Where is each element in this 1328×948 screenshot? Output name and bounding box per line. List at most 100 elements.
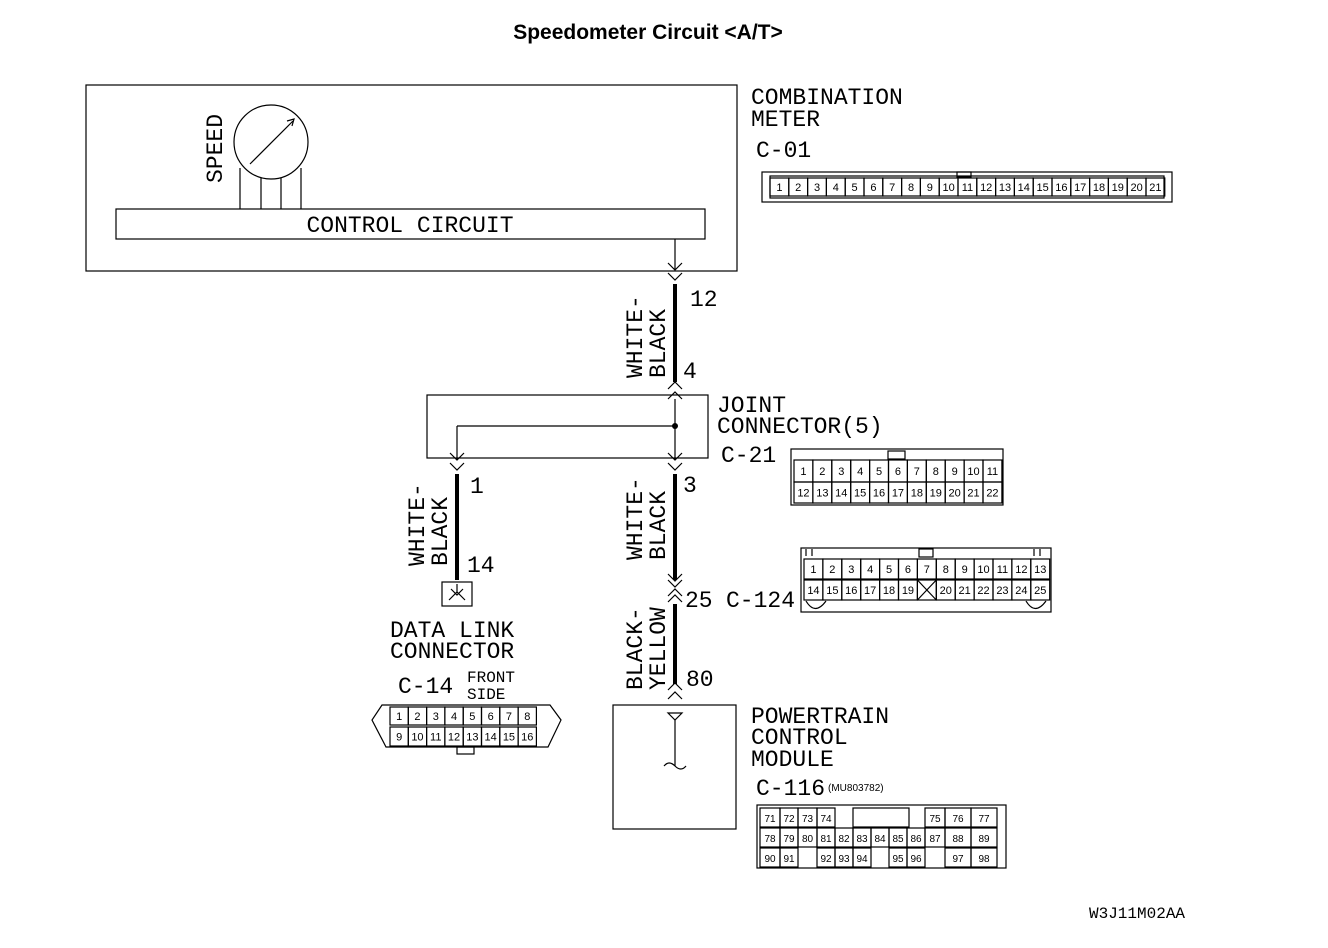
c116-pin-label: 80 bbox=[802, 834, 814, 845]
c21-pin-label: 19 bbox=[930, 488, 942, 500]
c116-pin-label: 89 bbox=[978, 834, 990, 845]
c01-pin-label: 8 bbox=[908, 182, 914, 194]
c124-pin-cell bbox=[1030, 579, 1051, 601]
c116-pin-label: 77 bbox=[978, 814, 990, 825]
dlc-pin-14: 14 bbox=[467, 553, 495, 579]
c01-pin-label: 18 bbox=[1093, 182, 1105, 194]
c116-pin-label: 74 bbox=[820, 814, 832, 825]
c116-pin-label: 90 bbox=[764, 854, 776, 865]
c116-pin-cell bbox=[779, 847, 799, 868]
speedometer-gauge-icon bbox=[233, 104, 309, 209]
wire-color-white-3: WHITE- bbox=[623, 477, 649, 560]
c124-pin-label: 11 bbox=[997, 564, 1008, 576]
figure-code: W3J11M02AA bbox=[1089, 905, 1185, 923]
c124-pin-label: 10 bbox=[977, 564, 989, 576]
c21-pin-label: 17 bbox=[892, 488, 904, 500]
c124-pin-25: 25 bbox=[685, 588, 713, 614]
c01-pin-label: 14 bbox=[1018, 182, 1030, 194]
c01-pin-label: 15 bbox=[1036, 182, 1048, 194]
c116-pin-label: 88 bbox=[952, 834, 964, 845]
joint-connector-id: C-21 bbox=[721, 443, 776, 469]
c116-pin-label: 97 bbox=[952, 854, 964, 865]
c01-pin-label: 9 bbox=[927, 182, 933, 194]
c21-pin-label: 7 bbox=[914, 466, 920, 478]
c21-pin-label: 4 bbox=[857, 466, 863, 478]
c21-pin-label: 12 bbox=[797, 488, 809, 500]
combination-meter-connector-id: C-01 bbox=[756, 138, 811, 164]
connector-c116-face bbox=[756, 804, 1007, 869]
combination-meter-name-2: METER bbox=[751, 107, 820, 133]
c14-pin-label: 7 bbox=[506, 711, 512, 723]
c14-pin-label: 9 bbox=[396, 732, 402, 744]
c116-pin-label: 72 bbox=[783, 814, 795, 825]
c124-pin-label: 16 bbox=[845, 585, 857, 597]
dlc-name-2: CONNECTOR bbox=[390, 639, 514, 665]
c124-pin-label: 1 bbox=[810, 564, 816, 576]
joint-pin-3: 3 bbox=[683, 473, 697, 499]
pcm-name-3: MODULE bbox=[751, 747, 834, 773]
c01-pin-label: 20 bbox=[1130, 182, 1142, 194]
c116-pin-label: 76 bbox=[952, 814, 964, 825]
c14-pin-label: 12 bbox=[448, 732, 460, 744]
c14-pin-label: 11 bbox=[430, 732, 441, 744]
c14-pin-label: 6 bbox=[488, 711, 494, 723]
c14-pin-label: 16 bbox=[521, 732, 533, 744]
c116-pin-label: 94 bbox=[856, 854, 868, 865]
dlc-connector-id: C-14 bbox=[398, 674, 453, 700]
dlc-terminal-symbol bbox=[441, 581, 473, 607]
diagram-title: Speedometer Circuit <A/T> bbox=[513, 21, 783, 44]
c124-pin-label: 8 bbox=[943, 564, 949, 576]
c21-pin-label: 14 bbox=[835, 488, 847, 500]
c116-pin-label: 81 bbox=[820, 834, 832, 845]
c14-pin-label: 14 bbox=[485, 732, 497, 744]
pcm-part-number: (MU803782) bbox=[828, 783, 884, 794]
joint-pin-1: 1 bbox=[470, 474, 484, 500]
c116-pin-label: 96 bbox=[910, 854, 922, 865]
c124-pin-label: 17 bbox=[864, 585, 876, 597]
wire-color-black-2: BLACK bbox=[428, 497, 454, 566]
connector-c14-face bbox=[371, 704, 562, 755]
c14-pin-label: 1 bbox=[396, 711, 402, 723]
c116-pin-label: 84 bbox=[874, 834, 886, 845]
wire-color-black-1: BLACK bbox=[646, 309, 672, 378]
c124-pin-label: 3 bbox=[848, 564, 854, 576]
dlc-name: DATA LINK bbox=[390, 618, 514, 644]
control-circuit-box bbox=[115, 208, 706, 240]
combination-meter-name: COMBINATION bbox=[751, 85, 903, 111]
c01-pin-label: 12 bbox=[980, 182, 992, 194]
c01-pin-label: 19 bbox=[1112, 182, 1124, 194]
c21-pin-label: 13 bbox=[816, 488, 828, 500]
c21-pin-label: 11 bbox=[987, 466, 998, 478]
c116-pin-label: 75 bbox=[929, 814, 941, 825]
c124-pin-label: 15 bbox=[826, 585, 838, 597]
c124-pin-label: 14 bbox=[807, 585, 819, 597]
c01-pin-label: 6 bbox=[870, 182, 876, 194]
c14-pin-label: 4 bbox=[451, 711, 457, 723]
c01-pin-label: 2 bbox=[795, 182, 801, 194]
c14-pin-label: 3 bbox=[433, 711, 439, 723]
pcm-pin-80: 80 bbox=[686, 667, 714, 693]
c116-pin-label: 91 bbox=[783, 854, 795, 865]
c14-pin-label: 15 bbox=[503, 732, 515, 744]
c116-pin-label: 79 bbox=[783, 834, 795, 845]
c116-pin-label: 95 bbox=[892, 854, 904, 865]
c124-pin-label: 5 bbox=[886, 564, 892, 576]
c21-pin-label: 20 bbox=[949, 488, 961, 500]
c01-pin-label: 13 bbox=[999, 182, 1011, 194]
control-circuit-label: CONTROL CIRCUIT bbox=[306, 213, 513, 239]
c14-pin-label: 8 bbox=[524, 711, 530, 723]
pcm-name-2: CONTROL bbox=[751, 725, 848, 751]
c124-pin-label: 12 bbox=[1015, 564, 1027, 576]
c124-connector-id: C-124 bbox=[726, 588, 795, 614]
connector-c21-face bbox=[790, 448, 1004, 506]
c21-pin-label: 21 bbox=[967, 488, 979, 500]
c116-pin-label: 71 bbox=[764, 814, 776, 825]
pcm-connector-id: C-116 bbox=[756, 776, 825, 802]
dlc-front-label: FRONT bbox=[467, 669, 515, 687]
c124-pin-label: 23 bbox=[996, 585, 1008, 597]
c116-pin-cell bbox=[970, 807, 998, 828]
c01-pin-label: 16 bbox=[1055, 182, 1067, 194]
